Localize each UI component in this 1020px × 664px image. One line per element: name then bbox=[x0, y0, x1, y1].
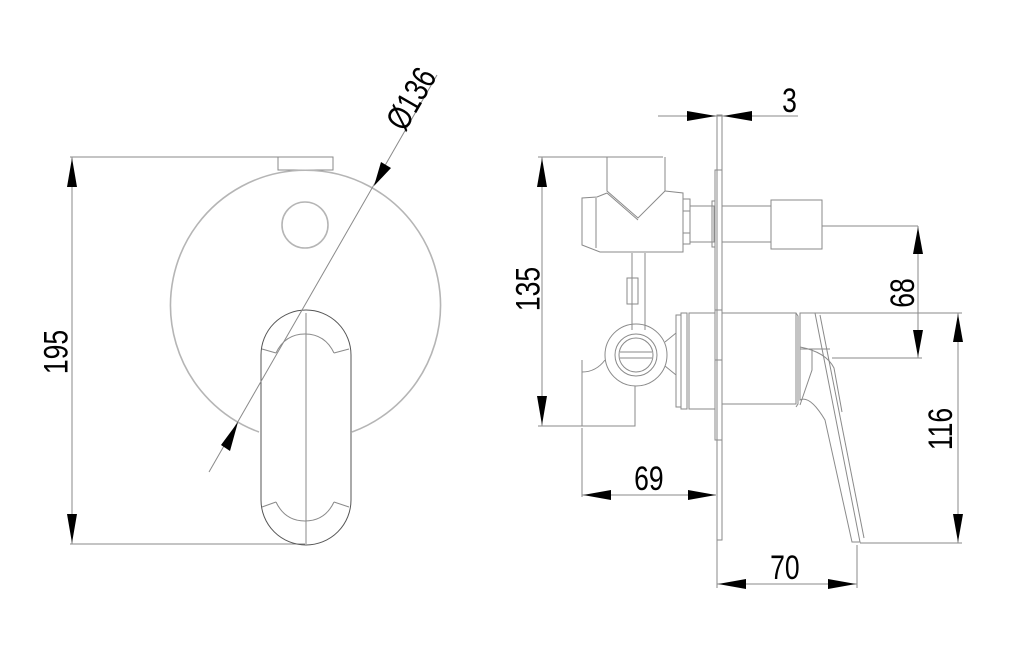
dim-body-depth: 69 bbox=[634, 460, 664, 498]
dim-body-height: 135 bbox=[509, 266, 548, 312]
arrow-down-icon bbox=[67, 514, 77, 543]
front-view bbox=[67, 74, 442, 546]
arrow-diameter-bottom-icon bbox=[221, 422, 238, 451]
dim-overall-height: 195 bbox=[37, 329, 76, 375]
dim-handle-height: 116 bbox=[922, 407, 961, 451]
dim-spout-offset: 68 bbox=[883, 278, 922, 308]
dim-handle-projection: 70 bbox=[770, 549, 800, 587]
dim-plate-thickness: 3 bbox=[782, 82, 797, 120]
arrow-up-icon bbox=[67, 158, 77, 187]
side-view bbox=[537, 111, 963, 589]
arrow-diameter-top-icon bbox=[374, 162, 391, 186]
